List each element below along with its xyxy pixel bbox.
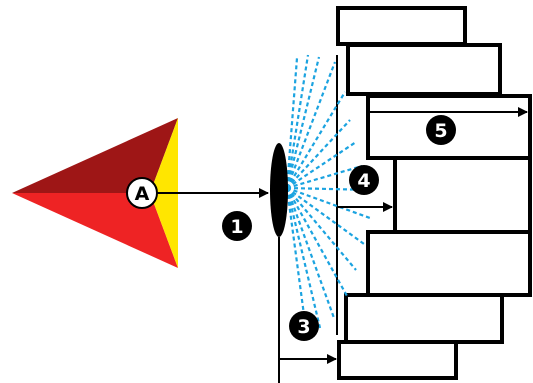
section-block [344, 293, 504, 344]
spray-line [285, 187, 336, 319]
section-block [346, 43, 502, 96]
spray-line [285, 61, 337, 189]
section-block [366, 230, 532, 297]
section-block [393, 156, 532, 234]
spray-line [286, 187, 357, 271]
spray-line [286, 141, 357, 189]
callout-1-label: 1 [230, 216, 243, 238]
callout-1: 1 [222, 211, 252, 241]
spray-line [285, 56, 321, 189]
callout-3: 3 [289, 311, 319, 341]
spray-line [285, 187, 308, 331]
spray-line [286, 91, 346, 189]
nozzle-icon [270, 143, 288, 237]
origin-marker: A [126, 177, 158, 209]
spray-line [285, 187, 322, 329]
spray-line [285, 57, 299, 189]
spray-line [286, 164, 363, 190]
callout-3-label: 3 [297, 316, 310, 338]
section-block [336, 6, 467, 46]
arrow-dark-half [12, 118, 178, 193]
spray-line [286, 119, 351, 189]
spray-pattern [285, 54, 373, 331]
section-block [337, 340, 458, 380]
vehicle-arrow-icon [12, 118, 178, 268]
callout-4: 4 [349, 165, 379, 195]
arrow-red-half [12, 193, 178, 268]
callout-5: 5 [426, 115, 456, 145]
callout-4-label: 4 [357, 170, 370, 192]
callout-5-label: 5 [434, 120, 447, 142]
spray-line [286, 186, 371, 220]
origin-label: A [135, 183, 150, 205]
spray-line [286, 187, 365, 245]
spray-line [285, 54, 310, 189]
